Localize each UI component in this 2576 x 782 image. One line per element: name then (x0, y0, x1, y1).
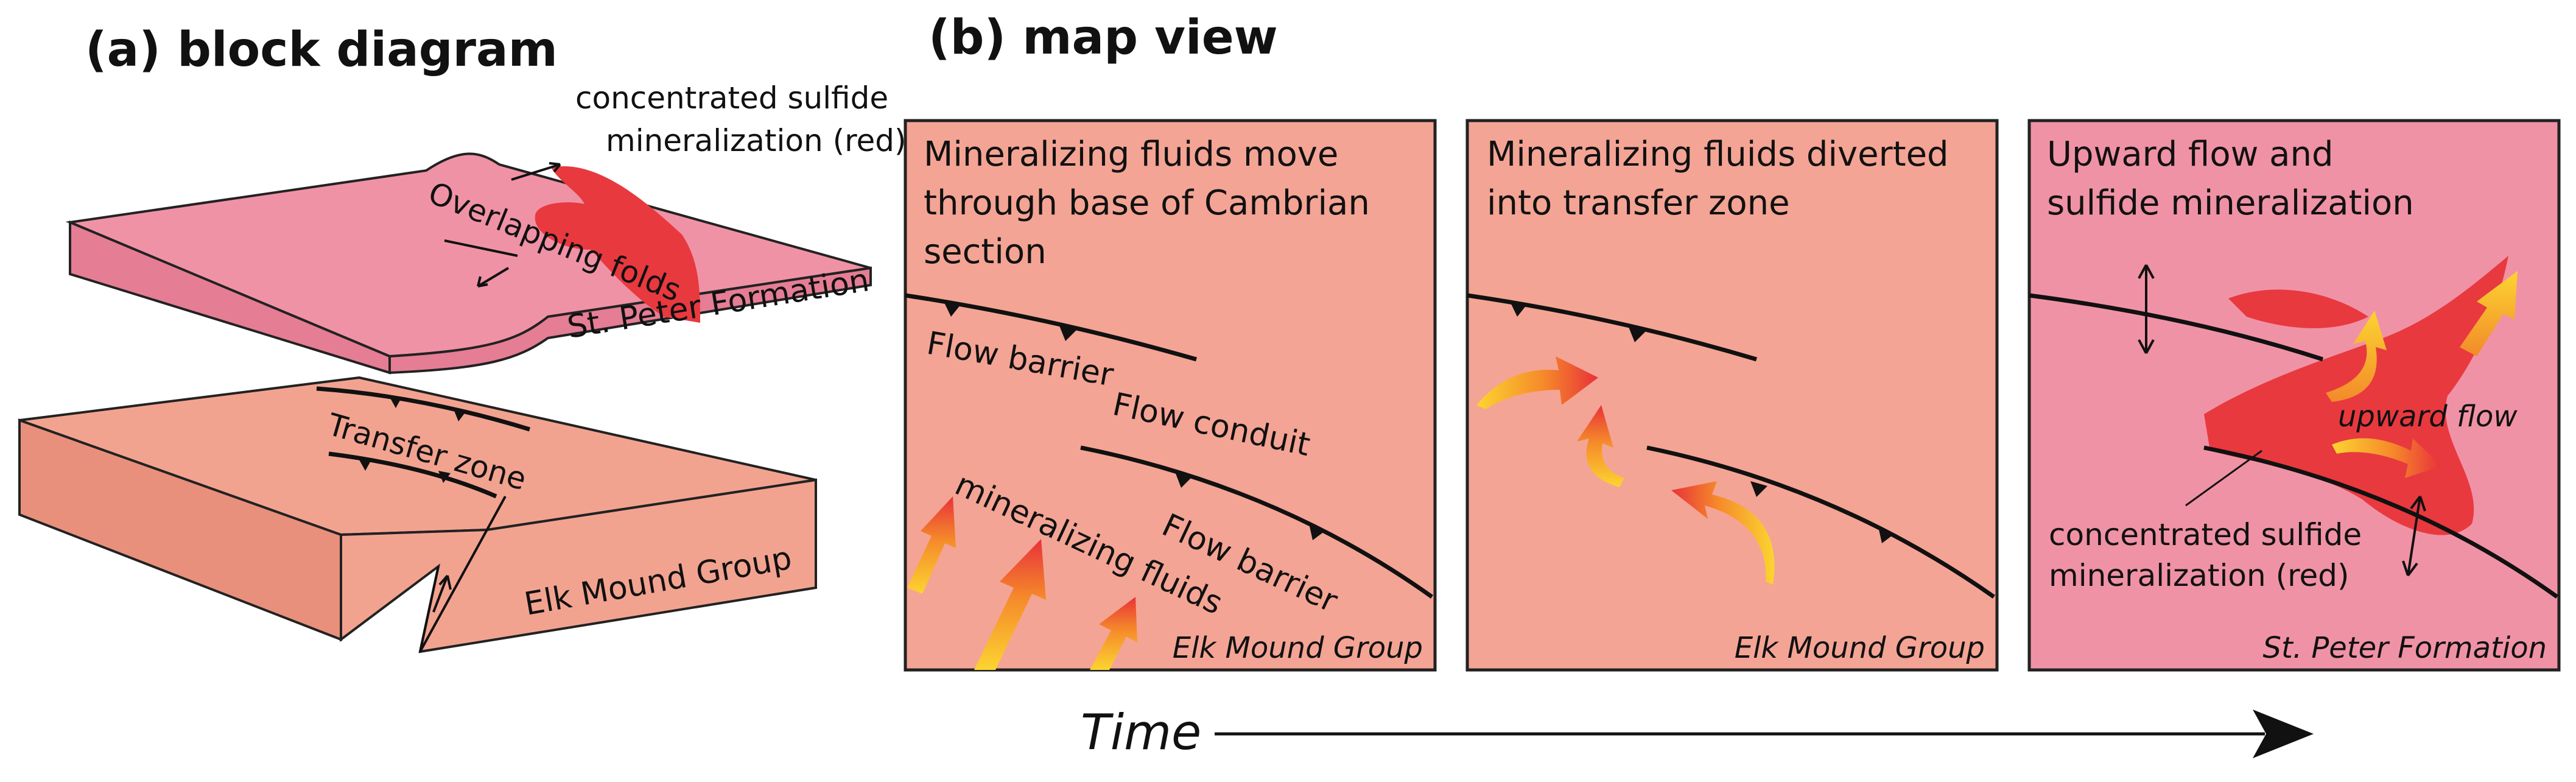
fold-axis-right (2402, 495, 2426, 577)
callout-line-2: mineralization (red) (606, 123, 907, 158)
map-panel-1: Mineralizing fluids move through base of… (904, 119, 1437, 672)
panel-1-text-line-2: through base of Cambrian (924, 183, 1370, 223)
time-label: Time (1081, 704, 1201, 761)
upward-arrow-2 (2460, 271, 2518, 356)
panel-3-text-line-2: sulfide mineralization (2047, 183, 2414, 223)
time-arrowhead (2253, 710, 2314, 758)
slip-arrow (432, 574, 452, 613)
fold-axis-2 (444, 239, 518, 287)
fault-teeth-lower (1750, 481, 1894, 543)
transfer-fault-lower (328, 451, 497, 499)
fault-line-upper (1467, 293, 1757, 362)
lower-block-right (340, 478, 817, 653)
panel-1-text-line-1: Mineralizing fluids move (924, 135, 1338, 174)
fluid-arrow-3 (1090, 597, 1137, 670)
fluid-arrow-1 (907, 496, 956, 594)
upper-block: Overlapping folds St. Peter Formation (65, 152, 872, 375)
fault-teeth-lower (1175, 472, 1325, 540)
fault-line-lower (2203, 445, 2559, 599)
fold-axis-1 (511, 163, 561, 181)
upward-flow-label: upward flow (2338, 400, 2518, 434)
panel-3-unit: St. Peter Formation (2263, 631, 2547, 665)
panel-2-text-line-1: Mineralizing fluids diverted (1487, 135, 1949, 174)
map-panel-1-frame (904, 119, 1437, 672)
fault-line-lower (1080, 445, 1434, 599)
panel-2-unit: Elk Mound Group (1735, 631, 1985, 665)
panel-3-callout-line-2: mineralization (red) (2049, 558, 2350, 593)
panel-1-text-line-3: section (924, 232, 1047, 272)
callout-line-1: concentrated sulfide (575, 80, 888, 116)
panel-2-text-line-2: into transfer zone (1487, 183, 1790, 223)
fault-scarp (419, 496, 507, 652)
diverted-arrow-1 (1476, 356, 1598, 409)
panel-b-title: (b) map view (928, 10, 1278, 65)
lower-block: Transfer zone Elk Mound Group (18, 376, 817, 653)
upper-block-right (388, 266, 872, 375)
diverted-arrow-3 (1671, 481, 1775, 585)
map-panel-2-frame (1465, 119, 1999, 672)
upward-arrow-1 (2326, 311, 2387, 402)
fault-line-upper (2029, 293, 2324, 362)
transfer-fault-upper (316, 386, 531, 432)
fault-teeth-upper (1510, 301, 1646, 342)
fault-teeth-upper (944, 301, 1076, 341)
upper-block-top (65, 152, 871, 358)
panel-3-callout-line-1: concentrated sulfide (2049, 517, 2362, 552)
fault-line-lower (1646, 445, 1996, 599)
panel-1-unit: Elk Mound Group (1173, 631, 1423, 665)
panel-3-text-line-1: Upward flow and (2047, 135, 2334, 174)
map-panel-2: Mineralizing fluids diverted into transf… (1465, 119, 1999, 672)
fold-arrowheads (477, 162, 561, 287)
mineralization-zone (535, 166, 700, 323)
upward-arrow-3 (2332, 438, 2441, 478)
callout-leader (2185, 449, 2262, 507)
fluid-arrow-2 (974, 539, 1046, 670)
map-panel-3: Upward flow and sulfide mineralization u… (2027, 119, 2561, 672)
panel-a-title: (a) block diagram (85, 23, 558, 77)
fold-axis-left (2138, 264, 2155, 354)
diverted-arrow-2 (1577, 405, 1624, 487)
